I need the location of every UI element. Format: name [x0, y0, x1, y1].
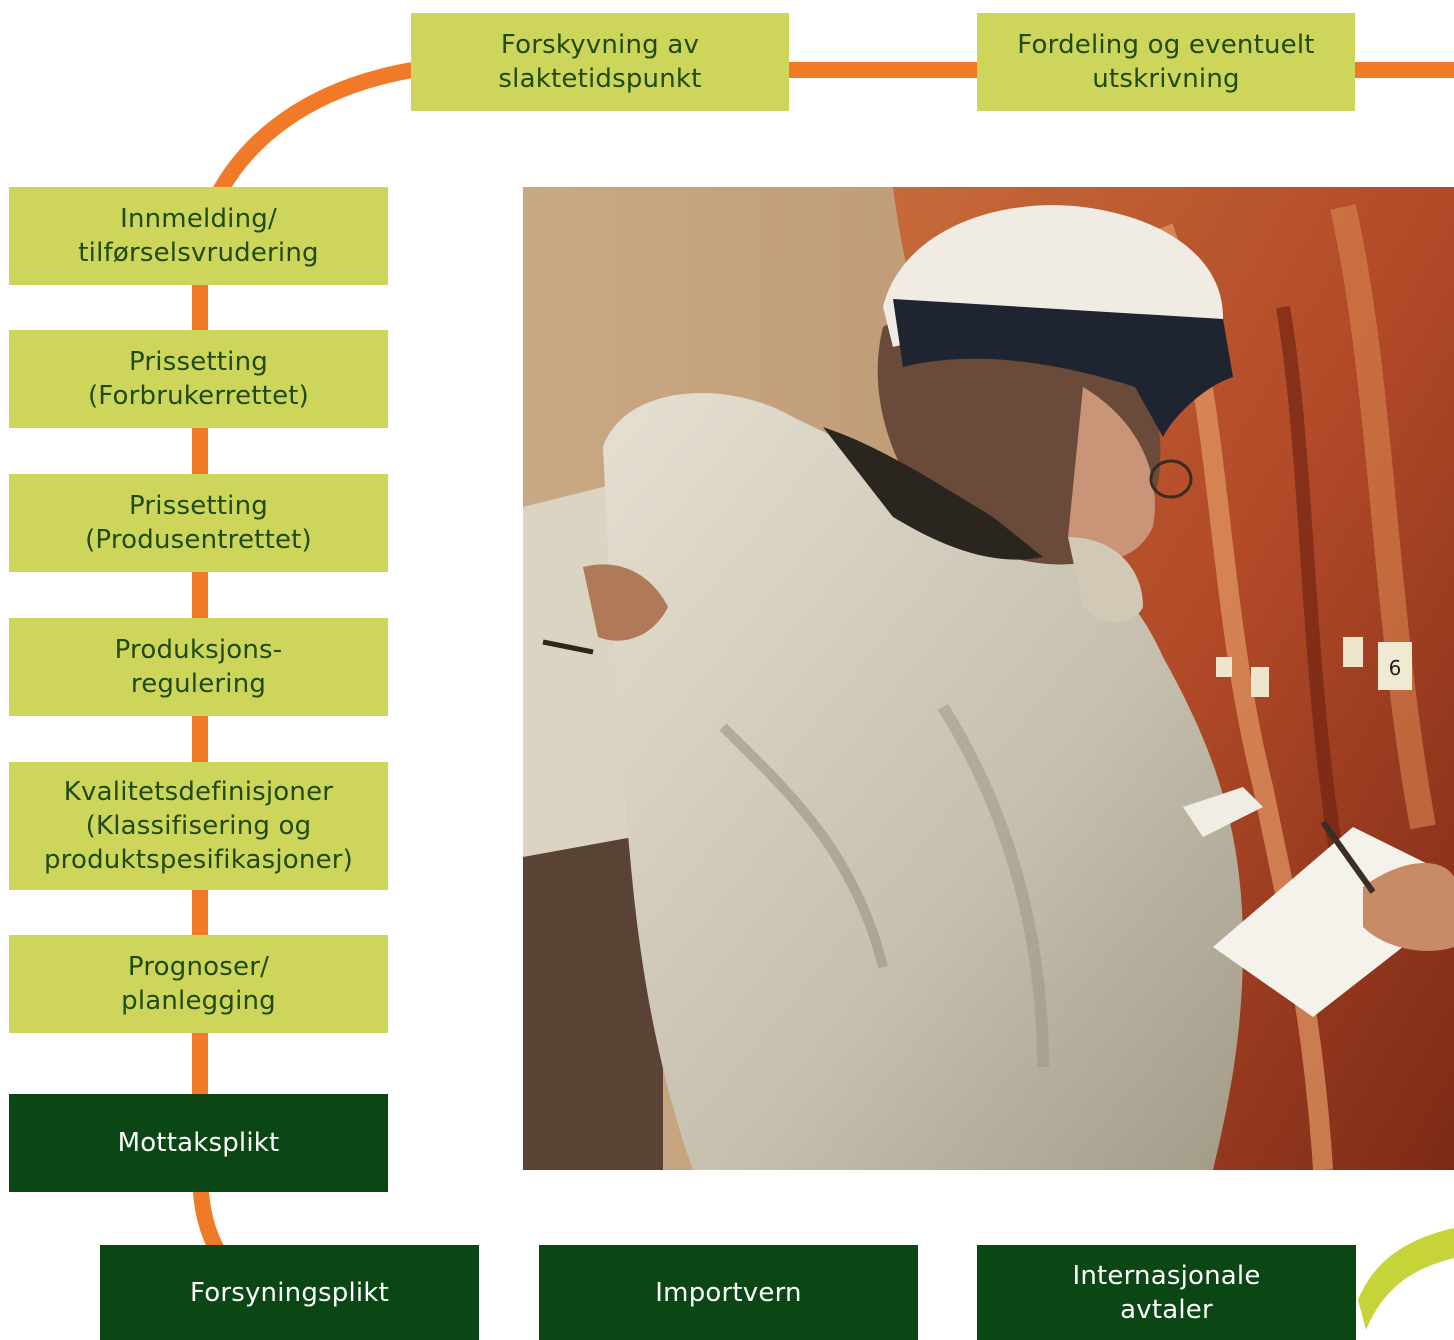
box-fordeling: Fordeling og eventuelt utskrivning — [977, 13, 1355, 111]
box-forsyningsplikt: Forsyningsplikt — [100, 1245, 479, 1340]
photo-tag-2 — [1251, 667, 1269, 697]
box-mottaksplikt-label: Mottaksplikt — [117, 1128, 280, 1158]
box-produksjonsregulering: Produksjons- regulering — [9, 618, 388, 716]
box-prissetting-forbruker: Prissetting (Forbrukerrettet) — [9, 330, 388, 428]
photo-face — [1068, 387, 1155, 559]
photo-cap-band — [893, 299, 1233, 437]
box-importvern-label: Importvern — [655, 1277, 802, 1308]
photo-left-hand — [583, 564, 668, 641]
photo-pencil — [1320, 820, 1376, 894]
box-mottaksplikt: Mottaksplikt — [9, 1094, 388, 1192]
box-produksjonsregulering-label: Produksjons- regulering — [114, 635, 283, 699]
box-forskyvning-label: Forskyvning av slaktetidspunkt — [498, 30, 702, 94]
photo-coat-fold-2 — [937, 703, 1049, 1068]
box-kvalitetsdefinisjoner-label: Kvalitetsdefinisjoner (Klassifisering og… — [43, 777, 354, 875]
box-internasjonale-avtaler: Internasjonale avtaler — [977, 1245, 1356, 1340]
photo-respirator — [1068, 537, 1143, 622]
box-prissetting-produsent: Prissetting (Produsentrettet) — [9, 474, 388, 572]
photo-coat-fold-1 — [719, 723, 888, 969]
photo-carcass-fat-streak-2 — [1330, 204, 1436, 830]
box-forskyvning: Forskyvning av slaktetidspunkt — [411, 13, 789, 111]
box-innmelding: Innmelding/ tilførselsvrudering — [9, 187, 388, 285]
lime-accent-swoosh — [1358, 1228, 1454, 1330]
photo-right-clipboard-small — [1183, 787, 1263, 837]
photo-meat-inspector: 6 — [523, 187, 1454, 1170]
photo-tag-number: 6 — [1389, 656, 1402, 680]
photo-tag-4 — [1378, 642, 1412, 690]
photo-tag-3 — [1343, 637, 1363, 667]
box-prognoser: Prognoser/ planlegging — [9, 935, 388, 1033]
photo-glasses — [1149, 459, 1193, 499]
box-innmelding-label: Innmelding/ tilførselsvrudering — [78, 204, 319, 268]
box-internasjonale-avtaler-label: Internasjonale avtaler — [1072, 1260, 1261, 1325]
box-fordeling-label: Fordeling og eventuelt utskrivning — [1017, 30, 1315, 94]
photo-collar — [823, 427, 1043, 560]
box-prissetting-forbruker-label: Prissetting (Forbrukerrettet) — [87, 347, 310, 411]
box-prissetting-produsent-label: Prissetting (Produsentrettet) — [85, 491, 312, 555]
photo-writing-hand — [1363, 863, 1454, 951]
photo-tag-1 — [1216, 657, 1232, 677]
box-kvalitetsdefinisjoner: Kvalitetsdefinisjoner (Klassifisering og… — [9, 762, 388, 890]
box-forsyningsplikt-label: Forsyningsplikt — [190, 1277, 389, 1308]
box-importvern: Importvern — [539, 1245, 918, 1340]
photo-left-pencil — [542, 639, 594, 655]
box-prognoser-label: Prognoser/ planlegging — [121, 952, 276, 1016]
